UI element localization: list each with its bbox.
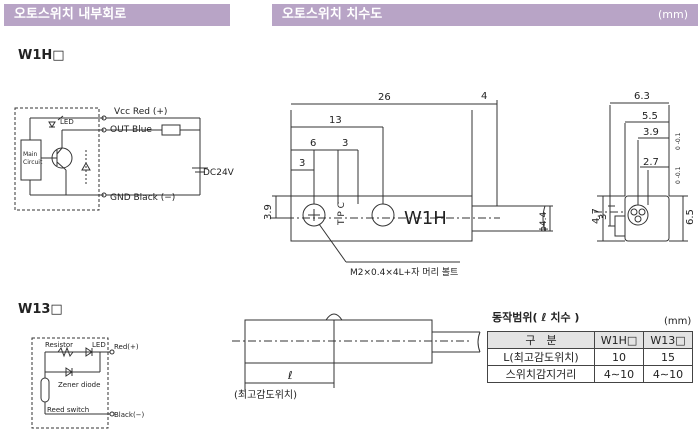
w13-resistor-icon (57, 346, 74, 358)
tol-2: 0 -0.1 (675, 166, 682, 184)
reed-label: Reed switch (47, 406, 89, 414)
row-label: L(최고감도위치) (487, 348, 595, 366)
dim-6-5: 6.5 (685, 209, 696, 225)
w1h-resistor (161, 124, 181, 136)
supply-label: DC24V (203, 168, 235, 178)
dim-3-9: 3.9 (263, 204, 274, 220)
cell-w13: 4∼10 (643, 365, 693, 383)
w1h-dim-drawing (270, 100, 553, 263)
model-w1h: W1H□ (18, 48, 65, 63)
w13-led-label: LED (92, 341, 106, 349)
zener-label: Zener diode (58, 381, 100, 389)
dim-side-3: 3 (598, 214, 609, 220)
w13-led-icon (85, 347, 93, 357)
dim-side-3-9: 3.9 (643, 127, 659, 138)
w1h-led-icon (48, 121, 56, 128)
row-label: 스위치감지거리 (487, 365, 595, 383)
table-row: L(최고감도위치) 10 15 (487, 348, 693, 366)
red-label: Red(+) (114, 343, 139, 351)
w13-circuit (31, 337, 115, 429)
dim-6: 6 (310, 138, 316, 149)
w1h-led-label: LED (60, 118, 74, 126)
l-dimension: ℓ (287, 369, 293, 382)
cell-w13: 15 (643, 348, 693, 366)
vcc-label: Vcc Red (+) (114, 107, 167, 117)
model-w13: W13□ (18, 302, 63, 317)
main-circuit-box (20, 139, 42, 181)
screw-callout: M2×0.4×4L+자 머리 볼트 (350, 267, 458, 278)
dim-26: 26 (378, 92, 391, 103)
header-w1h: W1H□ (594, 331, 644, 349)
w1h-zener-icon (81, 161, 91, 171)
tol-1: 0 -0.1 (675, 132, 682, 150)
dim-phi-4-4: ϕ4.4 (539, 211, 549, 232)
header-category: 구 분 (487, 331, 595, 349)
w1h-circuit (14, 107, 208, 211)
side-tab (614, 215, 626, 237)
dim-4: 4 (481, 91, 487, 102)
dimensions-title: 오토스위치 치수도 (282, 7, 383, 22)
max-sensitivity-caption: (최고감도위치) (234, 388, 297, 401)
black-label: Black(−) (114, 411, 145, 419)
gnd-label: GND Black (−) (110, 193, 175, 203)
dim-3b: 3 (342, 138, 348, 149)
header-w13: W13□ (643, 331, 693, 349)
cell-w1h: 4∼10 (594, 365, 644, 383)
out-label: OUT Blue (110, 125, 152, 135)
resistor-label: Resistor (45, 341, 73, 349)
w1h-circuit-boundary (14, 107, 100, 211)
w13-bump (325, 313, 343, 321)
internal-circuit-header: 오토스위치 내부회로 (4, 4, 230, 26)
w13-drawing (232, 313, 481, 392)
dim-13: 13 (329, 115, 342, 126)
op-range-table: 구 분 W1H□ W13□ L(최고감도위치) 10 15 스위치감지거리 4∼… (487, 331, 693, 383)
dim-3a: 3 (299, 158, 305, 169)
table-row: 스위치감지거리 4∼10 4∼10 (487, 365, 693, 383)
cell-w1h: 10 (594, 348, 644, 366)
internal-circuit-title: 오토스위치 내부회로 (14, 7, 127, 22)
unit-label: (mm) (657, 8, 688, 21)
dimensions-header: 오토스위치 치수도 (mm) (272, 4, 698, 26)
dim-6-3: 6.3 (634, 91, 650, 102)
w13-zener-icon (65, 367, 73, 377)
dim-2-7: 2.7 (643, 157, 659, 168)
tpc-mark: T P C (337, 202, 347, 226)
sensor-hole (371, 203, 395, 227)
dim-4-7: 4.7 (591, 208, 602, 224)
w13-circuit-boundary (31, 337, 109, 429)
op-range-title: 동작범위( ℓ 치수 ) (492, 311, 580, 324)
w1h-body-label: W1H (404, 208, 447, 229)
op-range-unit: (mm) (664, 316, 692, 327)
reed-switch-icon (40, 377, 50, 403)
table-header-row: 구 분 W1H□ W13□ (487, 331, 693, 349)
dim-5-5: 5.5 (642, 111, 658, 122)
side-view (594, 102, 688, 242)
